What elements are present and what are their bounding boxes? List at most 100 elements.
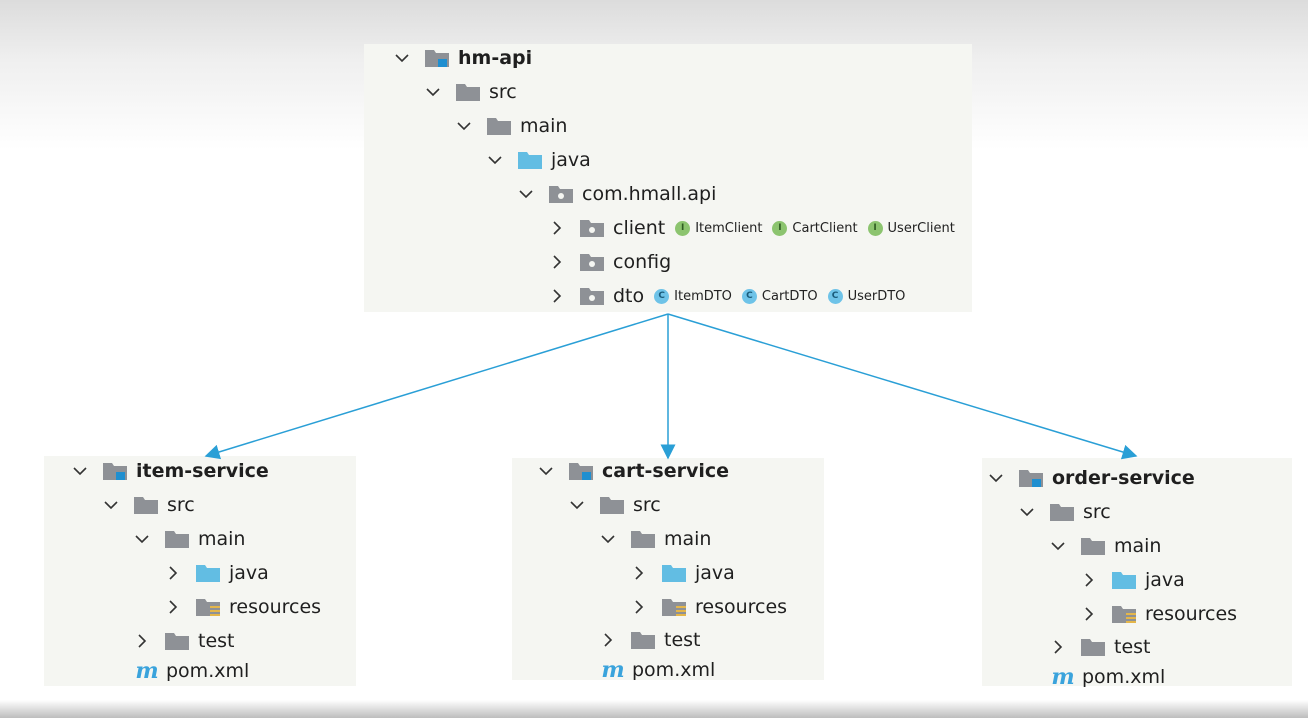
tree-row-pom[interactable]: m pom.xml xyxy=(1050,660,1165,694)
module-name: hm-api xyxy=(458,47,533,69)
folder-name: main xyxy=(198,528,246,550)
tree-row-pom[interactable]: m pom.xml xyxy=(600,653,715,687)
chevron-right-icon[interactable] xyxy=(1050,639,1066,655)
folder-name: test xyxy=(1114,636,1151,658)
tree-row-test[interactable]: test xyxy=(1050,630,1151,664)
tree-row-resources[interactable]: resources xyxy=(1081,597,1237,631)
folder-name: resources xyxy=(1145,603,1238,625)
module-folder-icon xyxy=(424,48,450,68)
tree-row-config[interactable]: config xyxy=(549,245,671,279)
maven-icon: m xyxy=(135,658,159,684)
folder-name: java xyxy=(695,562,735,584)
chevron-down-icon[interactable] xyxy=(518,186,534,202)
chevron-down-icon[interactable] xyxy=(456,118,472,134)
folder-name: java xyxy=(551,149,591,171)
interface-icon: I xyxy=(772,220,788,236)
class-name: ItemDTO xyxy=(674,288,732,304)
resources-folder-icon xyxy=(195,597,221,617)
tree-row-main[interactable]: main xyxy=(134,522,245,556)
tree-row-main[interactable]: main xyxy=(456,109,567,143)
chevron-right-icon[interactable] xyxy=(549,220,565,236)
folder-name: test xyxy=(664,629,701,651)
module-folder-icon xyxy=(1018,468,1044,488)
folder-icon xyxy=(1080,536,1106,556)
chevron-down-icon[interactable] xyxy=(103,497,119,513)
tree-row-resources[interactable]: resources xyxy=(631,590,787,624)
tree-row-src[interactable]: src xyxy=(569,488,661,522)
chevron-right-icon[interactable] xyxy=(631,599,647,615)
tree-row-java[interactable]: java xyxy=(165,556,269,590)
chevron-down-icon[interactable] xyxy=(394,50,410,66)
tree-row-resources[interactable]: resources xyxy=(165,590,321,624)
chevron-right-icon[interactable] xyxy=(134,633,150,649)
class-name: CartDTO xyxy=(761,288,818,304)
tree-row-src[interactable]: src xyxy=(103,488,195,522)
folder-name: src xyxy=(1083,501,1111,523)
tree-row-test[interactable]: test xyxy=(134,624,235,658)
tree-row-package[interactable]: com.hmall.api xyxy=(518,177,716,211)
class-icon: C xyxy=(741,288,757,304)
tree-row-java[interactable]: java xyxy=(1081,563,1185,597)
package-icon xyxy=(579,218,605,238)
chevron-right-icon[interactable] xyxy=(549,288,565,304)
module-name: order-service xyxy=(1052,467,1195,489)
tree-row-item-service[interactable]: item-service xyxy=(72,454,269,488)
chevron-down-icon[interactable] xyxy=(600,531,616,547)
source-folder-icon xyxy=(195,563,221,583)
folder-icon xyxy=(164,529,190,549)
chevron-right-icon[interactable] xyxy=(1081,572,1097,588)
tree-row-java[interactable]: java xyxy=(631,556,735,590)
folder-name: main xyxy=(664,528,712,550)
tree-row-test[interactable]: test xyxy=(600,623,701,657)
folder-icon xyxy=(599,495,625,515)
folder-name: main xyxy=(1114,535,1162,557)
chevron-right-icon[interactable] xyxy=(600,632,616,648)
module-name: item-service xyxy=(136,460,269,482)
chevron-right-icon[interactable] xyxy=(631,565,647,581)
tree-row-order-service[interactable]: order-service xyxy=(988,461,1195,495)
folder-icon xyxy=(455,82,481,102)
folder-name: resources xyxy=(695,596,788,618)
chevron-down-icon[interactable] xyxy=(1019,504,1035,520)
package-icon xyxy=(579,286,605,306)
chevron-right-icon[interactable] xyxy=(549,254,565,270)
tree-row-hm-api[interactable]: hm-api xyxy=(394,41,532,75)
chevron-right-icon[interactable] xyxy=(165,599,181,615)
folder-icon xyxy=(630,529,656,549)
chevron-down-icon[interactable] xyxy=(72,463,88,479)
chevron-down-icon[interactable] xyxy=(538,463,554,479)
chevron-down-icon[interactable] xyxy=(988,470,1004,486)
tree-row-java[interactable]: java xyxy=(487,143,591,177)
tree-row-main[interactable]: main xyxy=(600,522,711,556)
chevron-down-icon[interactable] xyxy=(487,152,503,168)
folder-icon xyxy=(1049,502,1075,522)
tree-row-pom[interactable]: m pom.xml xyxy=(134,654,249,688)
maven-icon: m xyxy=(1051,664,1075,690)
tree-row-main[interactable]: main xyxy=(1050,529,1161,563)
chevron-right-icon[interactable] xyxy=(1081,606,1097,622)
chevron-down-icon[interactable] xyxy=(134,531,150,547)
source-folder-icon xyxy=(517,150,543,170)
interface-name: ItemClient xyxy=(695,220,763,236)
class-icon: C xyxy=(827,288,843,304)
folder-icon xyxy=(630,630,656,650)
tree-row-src[interactable]: src xyxy=(425,75,517,109)
tree-row-cart-service[interactable]: cart-service xyxy=(538,454,729,488)
folder-name: java xyxy=(229,562,269,584)
chevron-right-icon[interactable] xyxy=(165,565,181,581)
chevron-down-icon[interactable] xyxy=(425,84,441,100)
chevron-down-icon[interactable] xyxy=(569,497,585,513)
interface-icon: I xyxy=(675,220,691,236)
tree-row-src[interactable]: src xyxy=(1019,495,1111,529)
package-name: client xyxy=(613,217,666,239)
chevron-down-icon[interactable] xyxy=(1050,538,1066,554)
